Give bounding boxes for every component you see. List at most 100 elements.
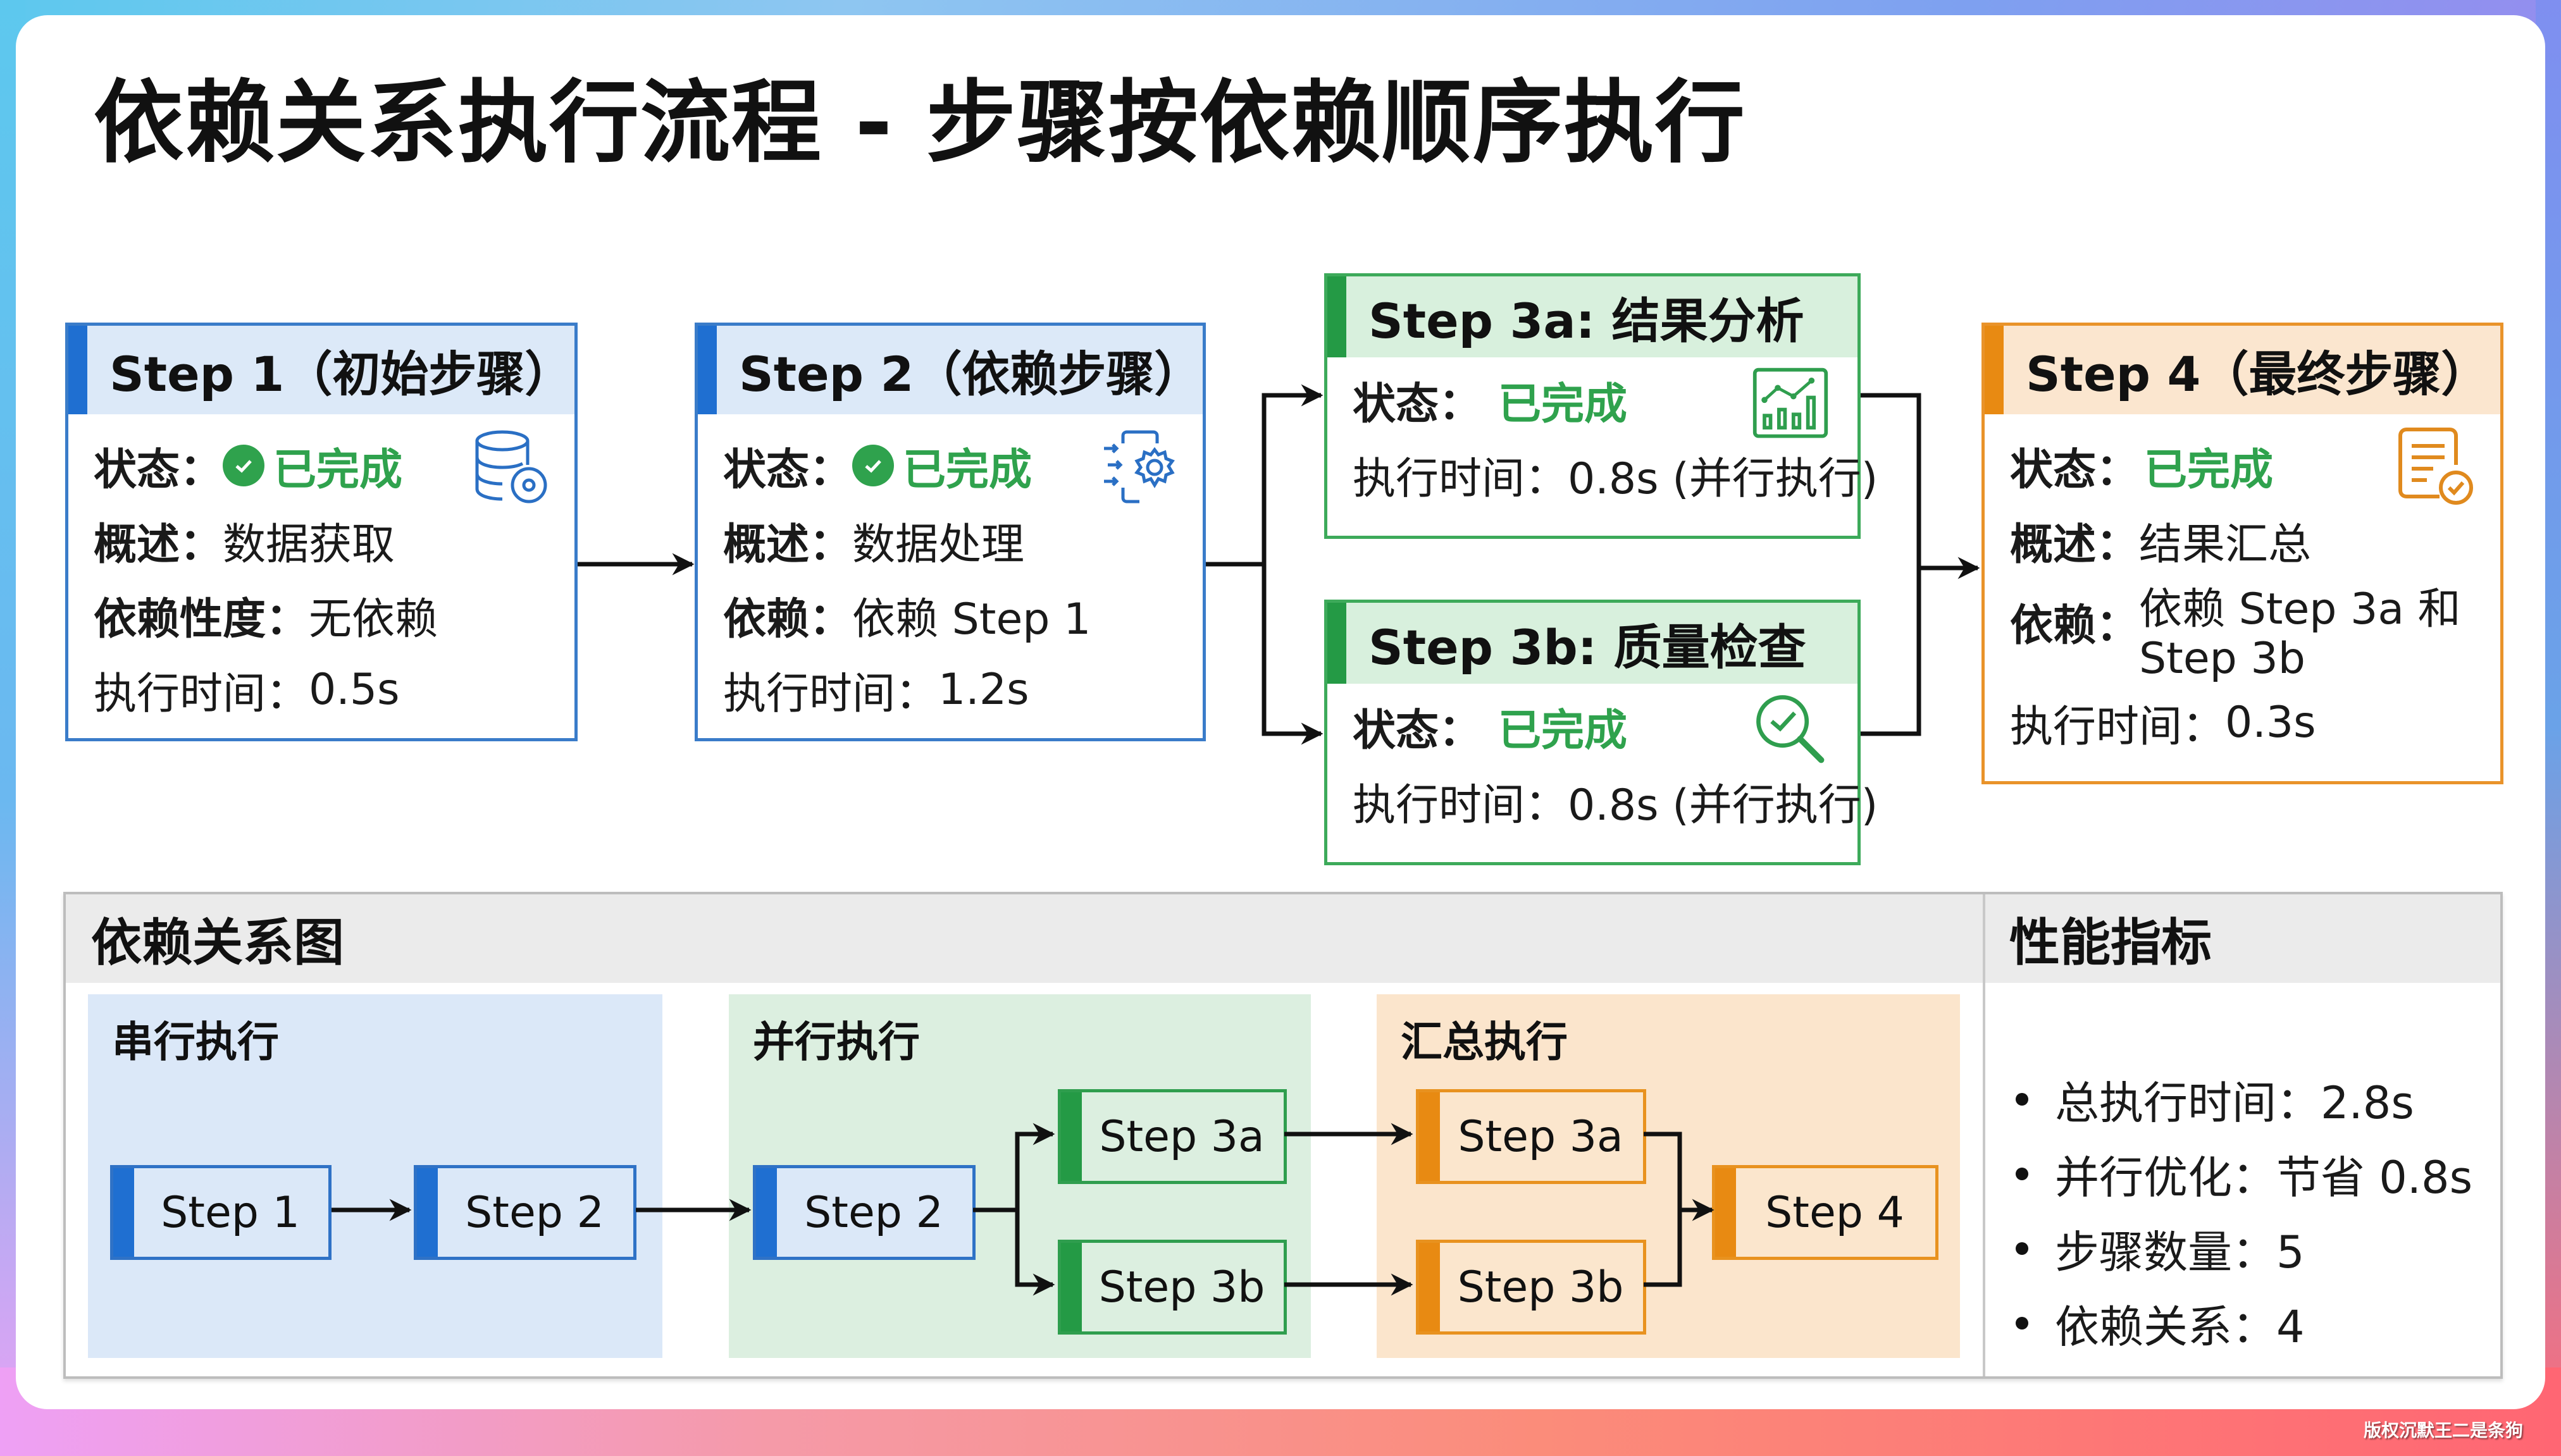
node-label: Step 3a bbox=[1458, 1111, 1623, 1162]
graph-node-step3a-summary: Step 3a bbox=[1416, 1089, 1646, 1184]
step3a-time-row: 执行时间：0.8s (并行执行) bbox=[1353, 437, 1878, 512]
dep-value: 依赖 Step 3a 和 Step 3b bbox=[2139, 585, 2461, 684]
time-label: 执行时间： bbox=[1353, 453, 1568, 504]
node-label: Step 3a bbox=[1099, 1111, 1265, 1162]
time-label: 执行时间： bbox=[723, 669, 939, 719]
time-label: 执行时间： bbox=[1353, 780, 1568, 830]
status-label: 状态： bbox=[1353, 705, 1482, 756]
node-label: Step 3b bbox=[1457, 1262, 1624, 1312]
metrics-header: 性能指标 bbox=[1984, 894, 2500, 983]
metric-text: 依赖关系：4 bbox=[2055, 1300, 2305, 1353]
metric-item: 总执行时间：2.8s bbox=[2008, 1062, 2472, 1137]
accent-bar bbox=[1061, 1092, 1082, 1181]
step3b-header: Step 3b: 质量检查 bbox=[1327, 603, 1857, 684]
chart-analytics-icon bbox=[1752, 367, 1828, 438]
dep-label: 依赖： bbox=[723, 594, 853, 645]
database-settings-icon bbox=[475, 430, 547, 503]
dep-value-line2: Step 3b bbox=[2139, 634, 2305, 684]
metric-text: 总执行时间：2.8s bbox=[2055, 1077, 2414, 1129]
step3b-body: 状态： 已完成 执行时间：0.8s (并行执行) bbox=[1327, 684, 1878, 838]
bullet-icon bbox=[2016, 1093, 2028, 1106]
step3a-body: 状态： 已完成 执行时间：0.8s (并行执行) bbox=[1327, 357, 1878, 512]
zone-serial: 串行执行 Step 1 Step 2 bbox=[88, 994, 662, 1358]
step3a-card: Step 3a: 结果分析 状态： 已完成 执行时间：0.8s (并行执行) bbox=[1324, 273, 1878, 539]
dependency-panel: 依赖关系图 性能指标 串行执行 Step 1 Step 2 并行执行 Step … bbox=[63, 892, 2503, 1379]
step2-dep-row: 依赖：依赖 Step 1 bbox=[723, 577, 1203, 652]
document-check-icon bbox=[2398, 428, 2473, 505]
step1-header: Step 1（初始步骤） bbox=[68, 326, 574, 414]
step2-desc-row: 概述：数据处理 bbox=[723, 503, 1203, 577]
step3b-time-row: 执行时间：0.8s (并行执行) bbox=[1353, 763, 1878, 838]
desc-value: 数据处理 bbox=[852, 519, 1025, 570]
bullet-icon bbox=[2016, 1242, 2028, 1255]
zone-serial-label: 串行执行 bbox=[112, 1018, 279, 1066]
accent-bar bbox=[113, 1168, 134, 1257]
dependency-graph-header: 依赖关系图 bbox=[66, 894, 1983, 983]
desc-label: 概述： bbox=[723, 519, 853, 570]
accent-bar bbox=[1715, 1168, 1736, 1257]
desc-value: 数据获取 bbox=[223, 519, 395, 570]
time-value: 1.2s bbox=[938, 664, 1029, 715]
page-title: 依赖关系执行流程 - 步骤按依赖顺序执行 bbox=[94, 71, 1746, 175]
status-value: 已完成 bbox=[1498, 705, 1628, 756]
step4-title: Step 4（最终步骤） bbox=[2026, 346, 2490, 402]
status-label: 状态： bbox=[2010, 445, 2140, 495]
metric-item: 步骤数量：5 bbox=[2008, 1211, 2472, 1286]
time-value: 0.3s bbox=[2225, 697, 2316, 748]
step1-time-row: 执行时间：0.5s bbox=[94, 652, 574, 727]
step2-body: 状态： 已完成 概述：数据处理 依赖：依赖 Step 1 执行时间：1.2s bbox=[698, 414, 1203, 727]
metric-text: 并行优化：节省 0.8s bbox=[2055, 1151, 2473, 1204]
accent-bar bbox=[417, 1168, 438, 1257]
desc-value: 结果汇总 bbox=[2139, 519, 2312, 570]
node-label: Step 2 bbox=[465, 1187, 604, 1238]
watermark: 版权沉默王二是条狗 bbox=[2363, 1420, 2523, 1441]
status-value: 已完成 bbox=[2144, 445, 2274, 495]
step3a-title: Step 3a: 结果分析 bbox=[1368, 293, 1804, 349]
status-value: 已完成 bbox=[852, 435, 1032, 497]
accent-bar bbox=[1061, 1243, 1082, 1331]
process-gear-icon bbox=[1104, 430, 1175, 503]
accent-bar bbox=[68, 326, 87, 414]
time-label: 执行时间： bbox=[94, 669, 309, 719]
step3a-status-row: 状态： 已完成 bbox=[1353, 362, 1857, 437]
bullet-icon bbox=[2016, 1317, 2028, 1330]
status-label: 状态： bbox=[94, 445, 223, 495]
step4-card: Step 4（最终步骤） 状态： 已完成 概述：结果汇总 依赖： 依赖 Step… bbox=[1981, 323, 2503, 784]
status-value: 已完成 bbox=[223, 435, 402, 497]
graph-node-step1: Step 1 bbox=[110, 1165, 332, 1260]
status-text: 已完成 bbox=[273, 445, 403, 495]
node-label: Step 1 bbox=[161, 1187, 300, 1238]
panel-divider bbox=[1983, 894, 1985, 1376]
metric-item: 依赖关系：4 bbox=[2008, 1286, 2472, 1360]
time-value: 0.5s bbox=[309, 664, 400, 715]
zone-parallel: 并行执行 Step 2 Step 3a Step 3b bbox=[729, 994, 1311, 1358]
step4-desc-row: 概述：结果汇总 bbox=[2010, 503, 2500, 577]
step2-status-row: 状态： 已完成 bbox=[723, 428, 1203, 503]
step4-status-row: 状态： 已完成 bbox=[2010, 428, 2500, 503]
step4-dep-row: 依赖： 依赖 Step 3a 和 Step 3b bbox=[2010, 577, 2500, 685]
accent-bar bbox=[1419, 1243, 1440, 1331]
dep-value: 无依赖 bbox=[309, 594, 438, 645]
accent-bar bbox=[1327, 603, 1346, 684]
bullet-icon bbox=[2016, 1168, 2028, 1180]
step4-time-row: 执行时间：0.3s bbox=[2010, 685, 2500, 760]
zone-parallel-label: 并行执行 bbox=[753, 1018, 920, 1066]
zone-summary: 汇总执行 Step 3a Step 3b Step 4 bbox=[1377, 994, 1960, 1358]
accent-bar bbox=[756, 1168, 777, 1257]
step1-card: Step 1（初始步骤） 状态： 已完成 概述：数据获取 依赖性度：无依赖 执行… bbox=[65, 323, 578, 741]
status-text: 已完成 bbox=[903, 445, 1032, 495]
node-label: Step 2 bbox=[804, 1187, 943, 1238]
metric-item: 并行优化：节省 0.8s bbox=[2008, 1137, 2472, 1211]
step2-header: Step 2（依赖步骤） bbox=[698, 326, 1203, 414]
accent-bar bbox=[1419, 1092, 1440, 1181]
desc-label: 概述： bbox=[94, 519, 223, 570]
time-value: 0.8s (并行执行) bbox=[1568, 453, 1878, 504]
node-label: Step 4 bbox=[1765, 1187, 1904, 1238]
step1-body: 状态： 已完成 概述：数据获取 依赖性度：无依赖 执行时间：0.5s bbox=[68, 414, 574, 727]
graph-node-step2-parallel: Step 2 bbox=[753, 1165, 976, 1260]
step4-body: 状态： 已完成 概述：结果汇总 依赖： 依赖 Step 3a 和 Step 3b… bbox=[1985, 414, 2500, 760]
step4-header: Step 4（最终步骤） bbox=[1985, 326, 2500, 414]
step3b-title: Step 3b: 质量检查 bbox=[1368, 619, 1806, 676]
step2-time-row: 执行时间：1.2s bbox=[723, 652, 1203, 727]
status-label: 状态： bbox=[1353, 379, 1482, 429]
